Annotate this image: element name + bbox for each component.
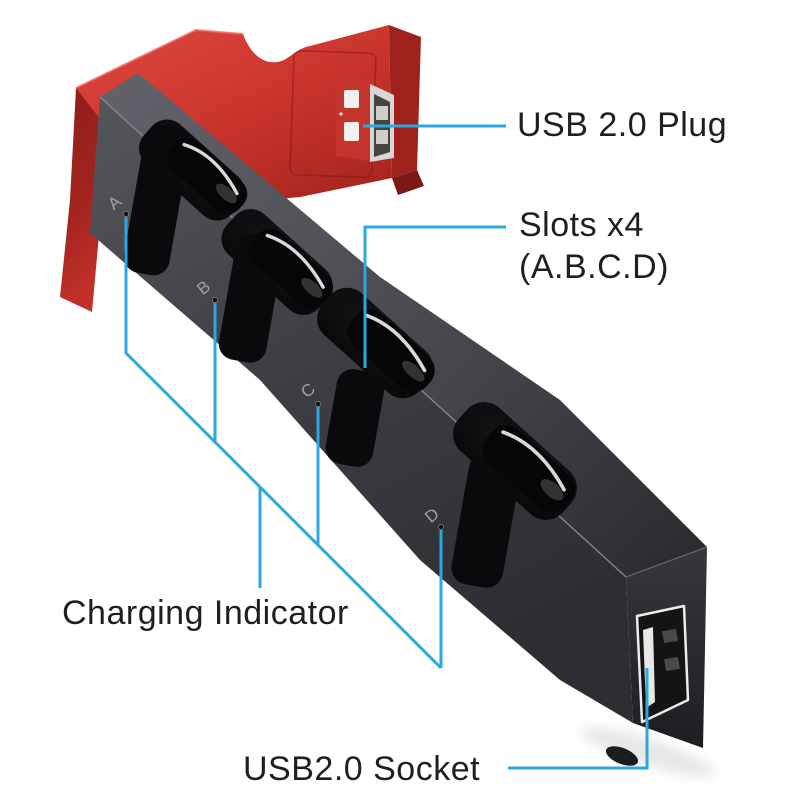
usb-plug-pilot-dot bbox=[339, 112, 343, 116]
slot-a-connector bbox=[166, 137, 248, 215]
slot-c-front-cavity bbox=[325, 369, 385, 467]
usb-plug-label: USB 2.0 Plug bbox=[517, 106, 728, 144]
slot-a bbox=[123, 119, 248, 276]
indicator-dot-d bbox=[438, 524, 444, 530]
usb-plug-window-bottom bbox=[344, 122, 359, 141]
slot-b bbox=[218, 209, 334, 363]
usb-socket-contact-2 bbox=[664, 656, 680, 672]
usb-socket bbox=[635, 604, 690, 724]
indicator-dot-b bbox=[212, 297, 218, 303]
red-bottom-face bbox=[392, 170, 424, 195]
usb-plug bbox=[336, 74, 394, 162]
bar-top-face bbox=[100, 73, 707, 577]
slots-label: Slots x4 (A.B.C.D) bbox=[519, 204, 669, 288]
charging-line-a bbox=[124, 217, 443, 670]
red-left-face bbox=[60, 88, 103, 312]
slot-d-connector bbox=[483, 425, 575, 513]
rubber-foot bbox=[605, 746, 639, 766]
usb-socket-contact-1 bbox=[662, 628, 678, 644]
slots-label-line1: Slots x4 bbox=[519, 206, 644, 244]
callout-lines-charging bbox=[124, 217, 443, 670]
slots-label-line2: (A.B.C.D) bbox=[519, 248, 669, 286]
usb-plug-window-top bbox=[344, 90, 359, 108]
usb-plug-contact-1 bbox=[376, 106, 388, 120]
indicator-dot-c bbox=[315, 401, 321, 407]
slot-b-connector bbox=[248, 229, 334, 309]
slot-c bbox=[317, 287, 435, 467]
usb-plug-contact-2 bbox=[376, 130, 388, 144]
slot-d bbox=[451, 402, 577, 588]
usb-plug-body bbox=[336, 74, 374, 162]
charging-bar: A B C D bbox=[90, 73, 708, 766]
callout-lines bbox=[124, 124, 649, 770]
charging-indicator-label: Charging Indicator bbox=[62, 594, 349, 632]
red-right-face bbox=[389, 25, 421, 178]
callout-line-slots bbox=[363, 225, 506, 368]
slot-d-front-cavity bbox=[451, 452, 521, 588]
red-edge-highlight bbox=[75, 28, 244, 89]
slot-c-connector bbox=[347, 309, 435, 393]
callout-line-socket bbox=[508, 668, 649, 770]
indicator-dot-a bbox=[123, 211, 129, 217]
bar-end-edge bbox=[625, 546, 708, 578]
usb-socket-label: USB2.0 Socket bbox=[243, 750, 481, 788]
